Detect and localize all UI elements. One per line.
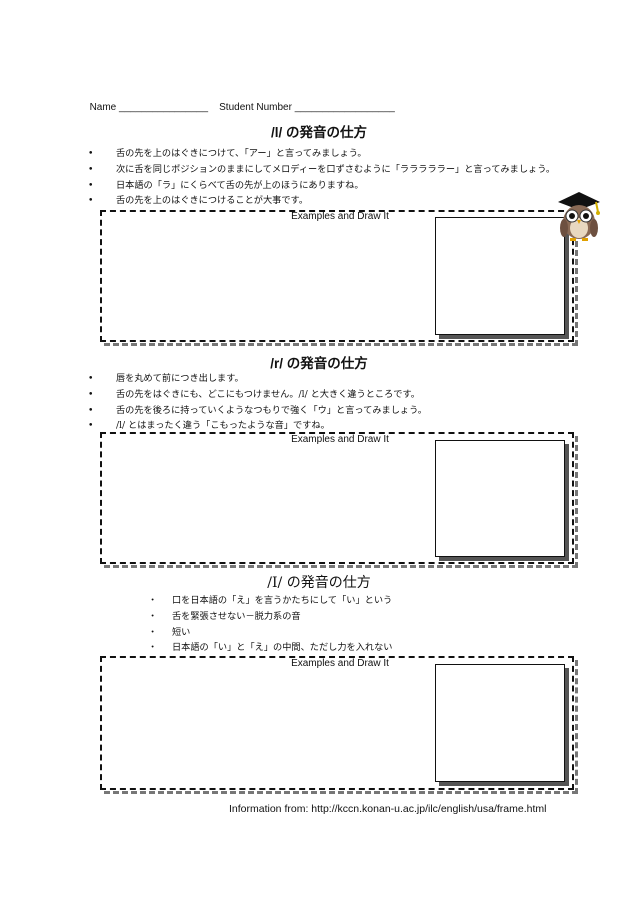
- examples-box-l: [100, 210, 574, 342]
- section-title-r: /r/ の発音の仕方: [270, 356, 368, 371]
- list-item: ・短い: [148, 626, 191, 638]
- draw-area-l[interactable]: [435, 217, 565, 335]
- examples-box-i: [100, 656, 574, 790]
- section-title-l: /l/ の発音の仕方: [270, 125, 367, 140]
- section-i-bullets: ・口を日本語の「え」を言うかたちにして「い」という ・舌を緊張させない－脱力系の…: [148, 593, 393, 656]
- list-item: ・舌を緊張させない－脱力系の音: [148, 610, 301, 622]
- list-item: ・口を日本語の「え」を言うかたちにして「い」という: [148, 595, 393, 606]
- list-item: •舌の先を後ろに持っていくようなつもりで強く「ウ」と言ってみましょう。: [88, 404, 427, 416]
- list-item: •/l/ とはまったく違う「こもったような音」ですね。: [88, 420, 330, 432]
- examples-box-r: [100, 432, 574, 564]
- owl-graduation-cap-icon: [558, 192, 600, 241]
- name-field-label: Name ________________: [89, 102, 208, 113]
- source-footer: Information from: http://kccn.konan-u.ac…: [229, 803, 547, 815]
- examples-label-l: Examples and Draw It: [291, 211, 389, 222]
- list-item: ・日本語の「い」と「え」の中間、ただし力を入れない: [148, 642, 393, 654]
- examples-label-r: Examples and Draw It: [291, 434, 389, 445]
- list-item: •日本語の「ラ」にくらべて舌の先が上のほうにありますね。: [88, 179, 364, 191]
- name-and-student-number: Name ________________ Student Number ___…: [84, 91, 395, 113]
- section-title-i: /I/ の発音の仕方: [267, 575, 371, 591]
- student-number-field-label: Student Number __________________: [219, 102, 395, 113]
- list-item: •唇を丸めて前につき出します。: [88, 373, 244, 384]
- list-item: •舌の先を上のはぐきにつけて、「アー」と言ってみましょう。: [88, 148, 367, 159]
- list-item: •次に舌を同じポジションのままにしてメロディーを口ずさむように「ラララララー」と…: [88, 163, 556, 175]
- list-item: •舌の先をはぐきにも、どこにもつけません。/l/ と大きく違うところです。: [88, 388, 420, 400]
- draw-area-r[interactable]: [435, 440, 565, 557]
- draw-area-i[interactable]: [435, 664, 565, 782]
- list-item: •舌の先を上のはぐきにつけることが大事です。: [88, 195, 309, 207]
- section-r-bullets: •唇を丸めて前につき出します。 •舌の先をはぐきにも、どこにもつけません。/l/…: [84, 371, 427, 434]
- section-l-bullets: •舌の先を上のはぐきにつけて、「アー」と言ってみましょう。 •次に舌を同じポジシ…: [84, 146, 555, 209]
- examples-label-i: Examples and Draw It: [291, 658, 389, 669]
